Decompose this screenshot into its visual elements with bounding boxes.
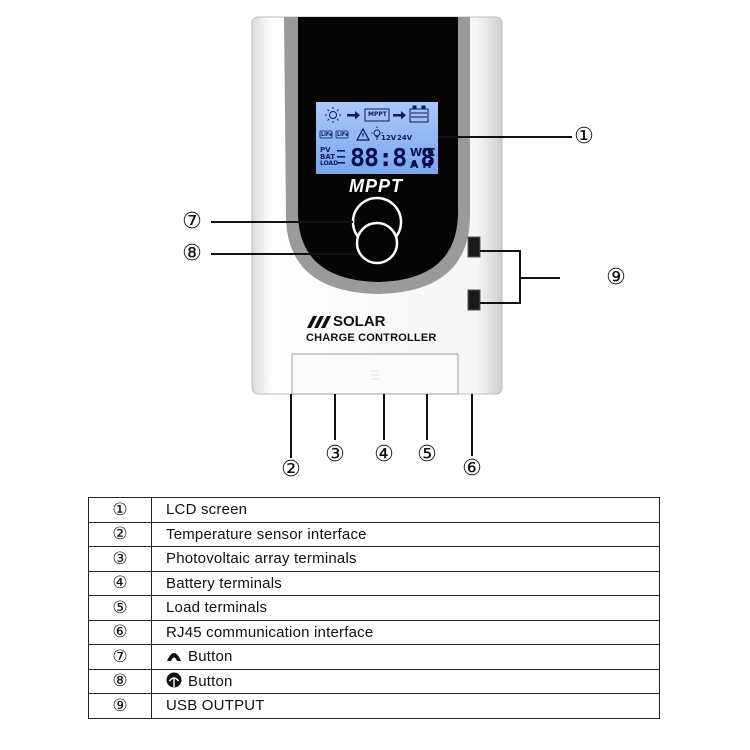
legend-table: ① LCD screen ② Temperature sensor interf… [88,497,660,719]
legend-num: ⑥ [88,619,152,645]
lcd-row-label-load: LOAD [320,160,339,167]
legend-text-wrap: Button [151,668,660,694]
mppt-box-icon [364,108,390,122]
legend-row: ② Temperature sensor interface [88,521,660,547]
legend-row: ① LCD screen [88,497,660,523]
callout-7: ⑦ [182,209,202,234]
legend-row: ④ Battery terminals [88,570,660,596]
bulb-icon [371,126,383,140]
brand-charge-controller: CHARGE CONTROLLER [306,332,437,344]
usb-port-1[interactable] [467,236,481,258]
legend-row: ⑦ Button [88,644,660,670]
callout-line-9b [480,278,521,304]
legend-text: Button [188,673,233,691]
legend-num: ② [88,521,152,547]
warning-icon [355,127,371,141]
brand-solar: SOLAR [333,313,386,330]
legend-row: ③ Photovoltaic array terminals [88,546,660,572]
brand-logo-icon [307,316,331,328]
callout-8: ⑧ [182,241,202,266]
lcd-mppt-box-text: MPPT [368,111,387,118]
legend-text: Temperature sensor interface [151,521,660,547]
callout-9: ⑨ [606,265,626,290]
legend-num: ③ [88,546,152,572]
down-button[interactable] [355,221,399,265]
lcd-row-label-bat: BAT [320,153,335,161]
lcd-digits: 88:8.8 [350,143,435,172]
mppt-label: MPPT [348,176,403,196]
callout-2: ② [281,457,301,482]
legend-row: ⑧ Button [88,668,660,694]
legend-row: ⑥ RJ45 communication interface [88,619,660,645]
arrow-right-icon [393,111,406,120]
legend-num: ④ [88,570,152,596]
up-button-icon [167,653,181,662]
legend-num: ① [88,497,152,523]
lcd-voltage-12: 12V [381,134,397,142]
lfp-badge-icon [319,130,349,139]
lcd-row-label-pv: PV [320,146,331,154]
callout-3: ③ [325,442,345,467]
battery-icon [409,105,429,123]
legend-row: ⑤ Load terminals [88,595,660,621]
legend-text: RJ45 communication interface [151,619,660,645]
legend-num: ⑨ [88,693,152,719]
cover-latch-icon [371,370,379,380]
legend-row: ⑨ USB OUTPUT [88,693,660,719]
callout-6: ⑥ [462,456,482,481]
lcd-unit-top: W℃ [410,146,436,159]
legend-text-wrap: Button [151,644,660,670]
lcd-voltage-24: 24V [397,134,413,142]
callout-4: ④ [374,442,394,467]
legend-num: ⑦ [88,644,152,670]
legend-text: Load terminals [151,595,660,621]
legend-num: ⑧ [88,668,152,694]
arrow-right-icon [347,111,360,120]
legend-text: LCD screen [151,497,660,523]
down-button-icon [166,672,182,688]
lcd-lfp-badge-1: LiFe [321,132,333,138]
legend-text: USB OUTPUT [151,693,660,719]
lcd-unit-bottom: A H [410,158,432,171]
callout-line-9 [480,250,560,279]
legend-text: Photovoltaic array terminals [151,546,660,572]
legend-num: ⑤ [88,595,152,621]
callout-5: ⑤ [417,442,437,467]
lcd-lfp-badge-2: LiFe [337,132,349,138]
terminal-cover [291,353,459,395]
callout-1: ① [574,124,594,149]
legend-text: Button [188,648,233,666]
usb-port-2[interactable] [467,289,481,311]
legend-text: Battery terminals [151,570,660,596]
sun-icon [325,107,341,123]
row-arrows-icon [337,150,345,164]
